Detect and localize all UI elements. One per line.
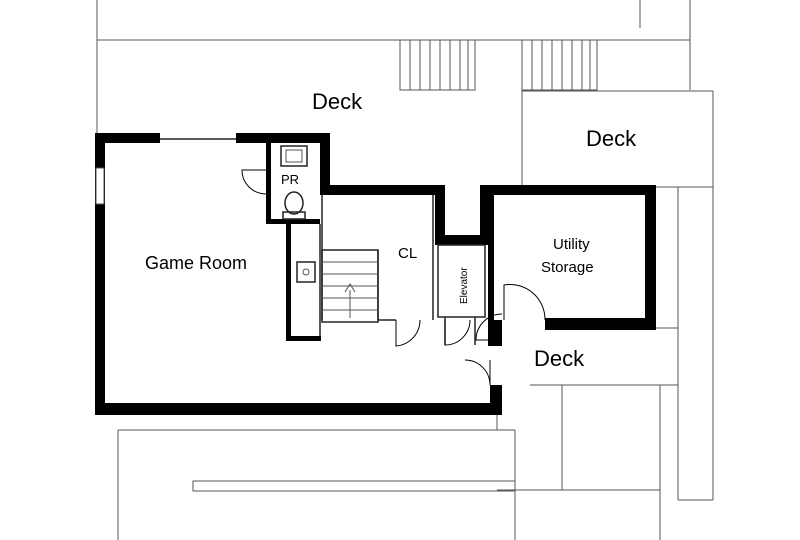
powder-room-fixtures (280, 145, 316, 283)
deck-label-right: Deck (586, 126, 637, 151)
deck-label-bottom: Deck (534, 346, 585, 371)
deck-label-top: Deck (312, 89, 363, 114)
deck-stairs-right (521, 39, 598, 91)
door-swing-pr (241, 169, 267, 195)
deck-stairs-left (399, 39, 476, 91)
door-swing-exterior (464, 359, 491, 386)
door-swings (241, 169, 546, 386)
door-swing-utility (503, 284, 546, 321)
door-swing-elevator (444, 319, 471, 346)
door-swing-closet (395, 319, 421, 347)
kitchen-sink-icon (296, 261, 316, 283)
closet-label: CL (398, 245, 417, 262)
game-room-label: Game Room (145, 253, 247, 273)
sink-icon (280, 145, 308, 167)
utility-label-line1: Utility (553, 236, 590, 253)
powder-room-label: PR (281, 172, 299, 187)
door-swing-deck (475, 313, 503, 341)
elevator-label: Elevator (459, 267, 470, 304)
interior-walls (266, 143, 486, 345)
room-labels: Deck Deck Deck Game Room PR CL Elevator … (145, 89, 637, 371)
toilet-icon (284, 191, 304, 215)
site-outlines (96, 0, 714, 540)
utility-label-line2: Storage (541, 259, 594, 276)
